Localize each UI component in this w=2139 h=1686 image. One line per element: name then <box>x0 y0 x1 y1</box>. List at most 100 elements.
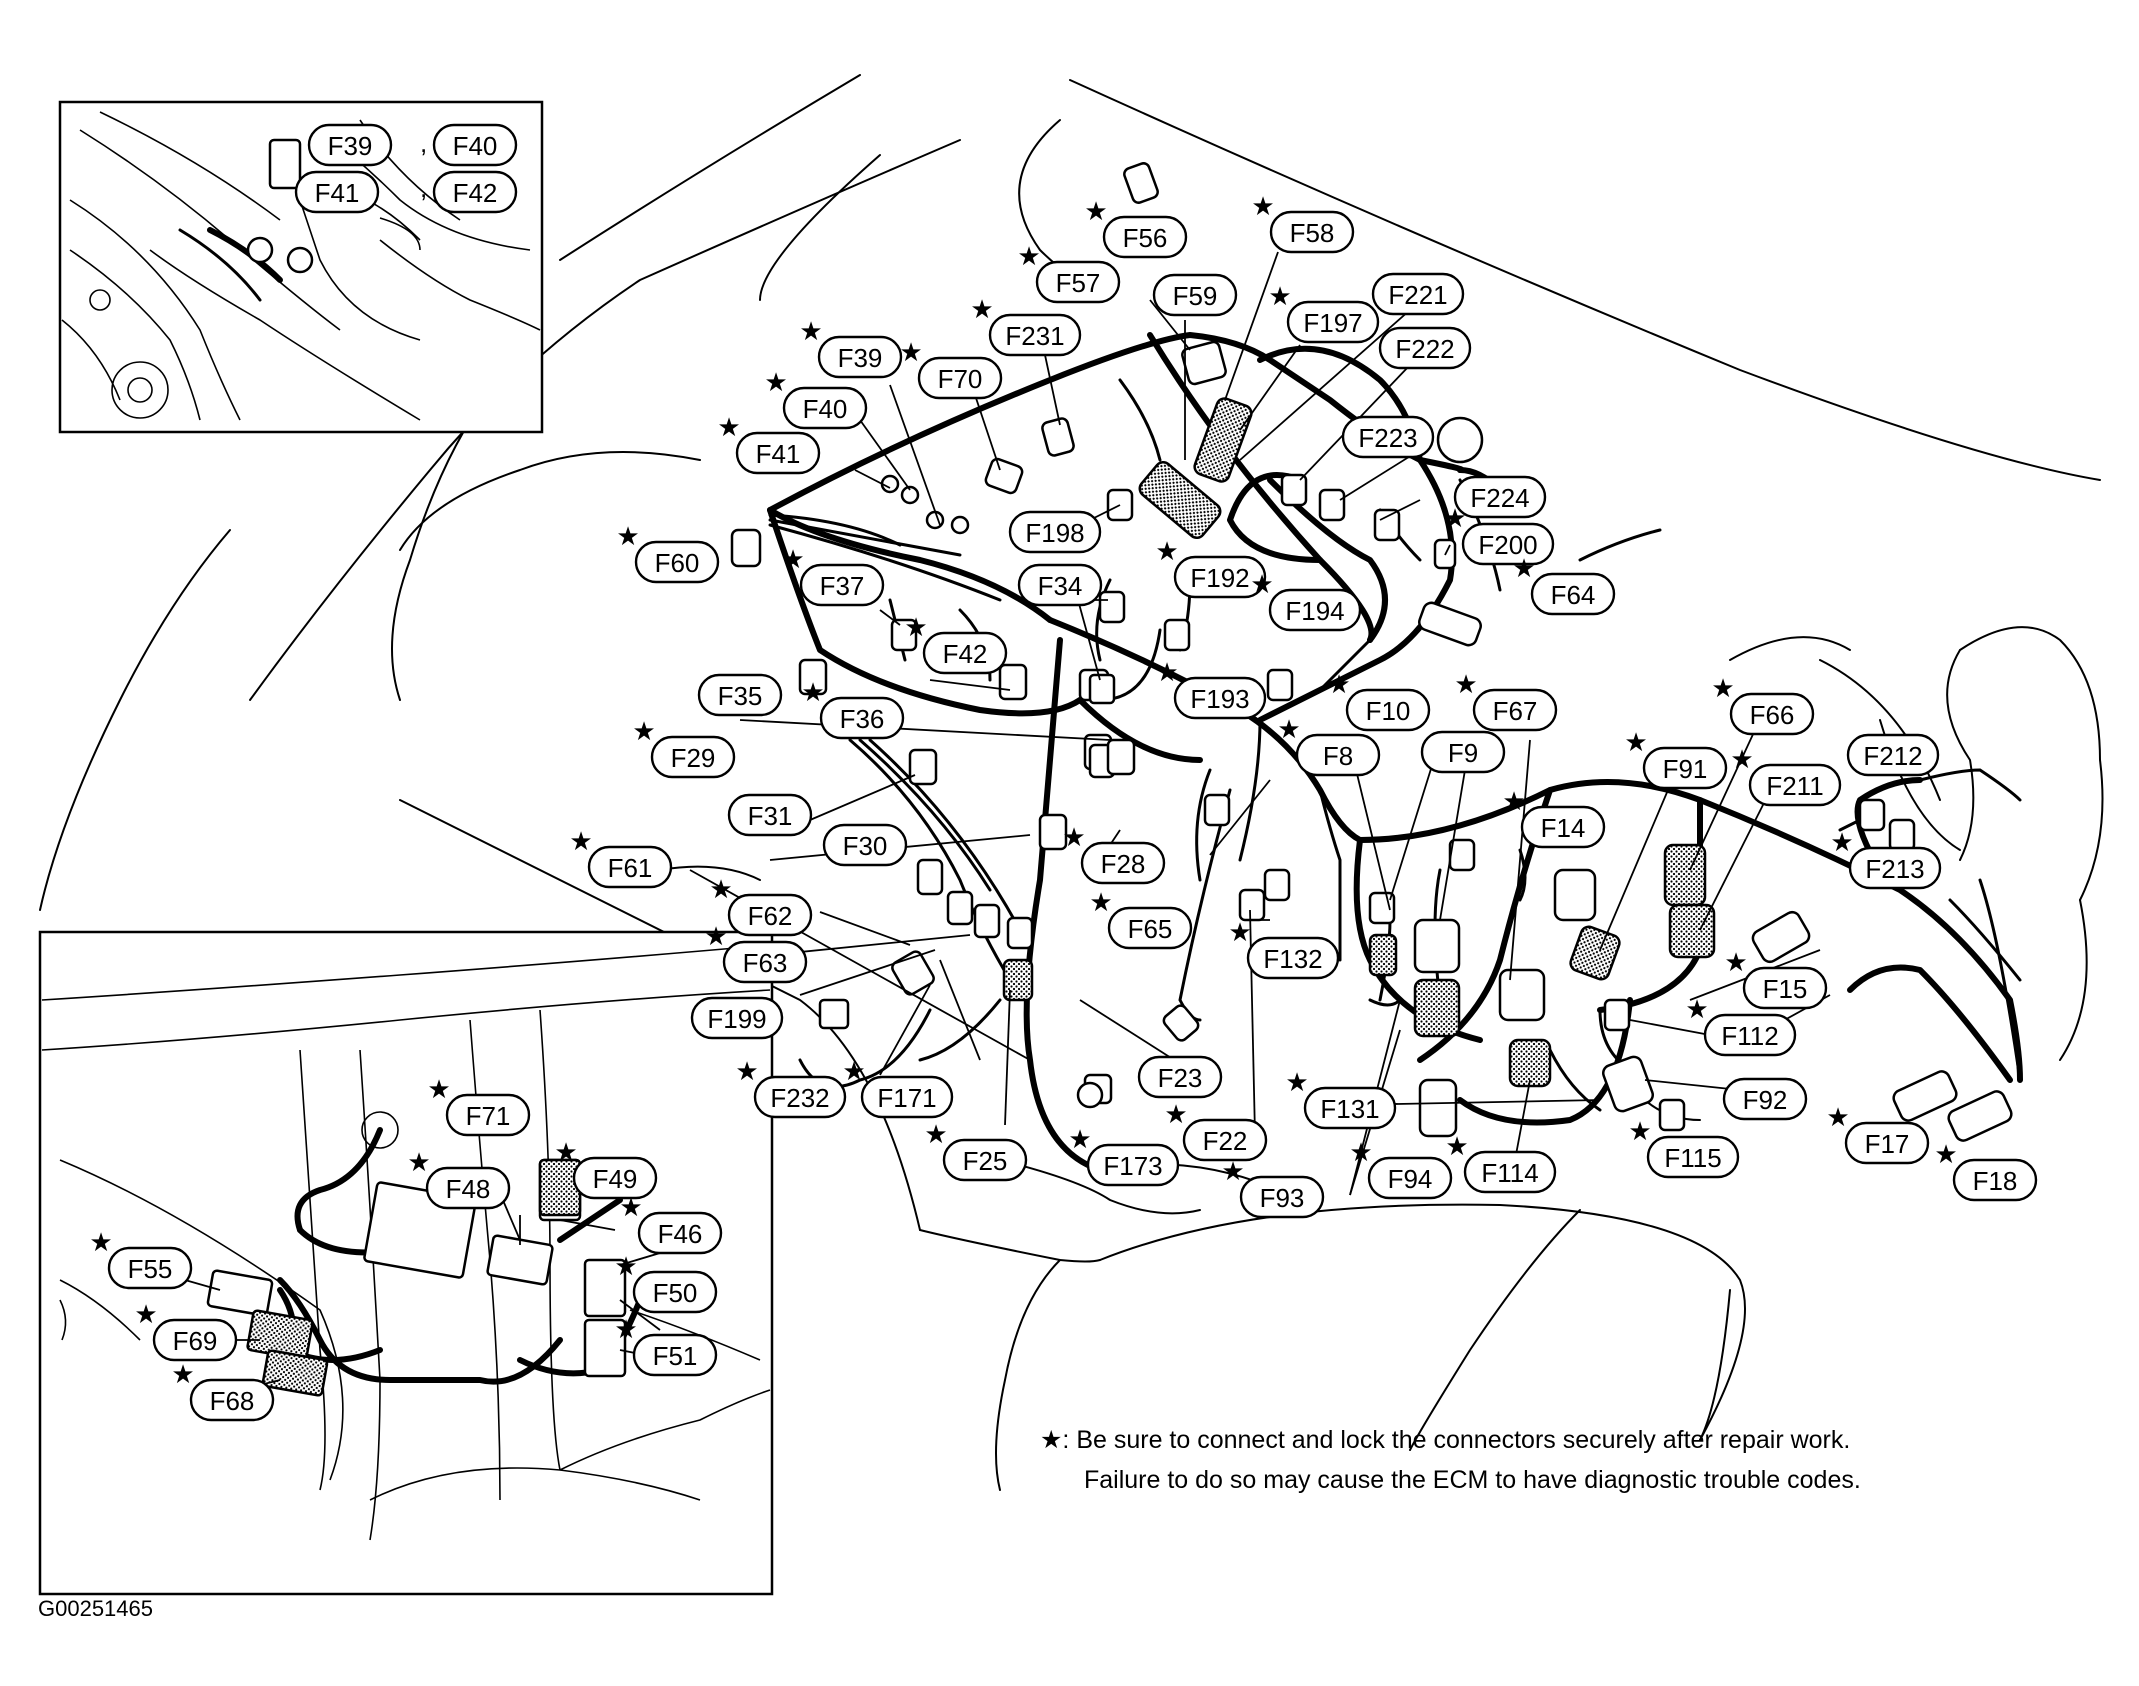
connector-label-f17: F17★ <box>1826 1102 1930 1165</box>
label-pill-outline <box>1086 1143 1180 1187</box>
repair-note-line-1: ★: Be sure to connect and lock the conne… <box>1040 1420 2040 1460</box>
label-pill-outline <box>1152 273 1238 317</box>
connector-label-f50-inset-bottom: F50★ <box>614 1251 718 1314</box>
connector-id-text: F10 <box>1366 696 1411 726</box>
connector-bodies <box>730 162 2013 1142</box>
star-icon: ★ <box>616 521 639 551</box>
label-pill-outline <box>1952 1158 2038 1202</box>
connector-label-f14: F14★ <box>1502 786 1606 849</box>
note-text-1: : Be sure to connect and lock the connec… <box>1062 1426 1851 1454</box>
connector-label-f223: F223 <box>1341 415 1435 459</box>
connector-id-text: F61 <box>608 853 653 883</box>
connector-label-f91: F91★ <box>1624 727 1728 790</box>
connector-label-f132: F132★ <box>1228 917 1340 980</box>
label-pill-outline <box>307 123 393 167</box>
label-separator: , <box>420 128 427 158</box>
star-icon: ★ <box>614 1251 637 1281</box>
connector-id-text: F112 <box>1721 1021 1778 1051</box>
connector-id-text: F66 <box>1750 700 1795 730</box>
star-icon: ★ <box>801 677 824 707</box>
connector-label-f131: F131★ <box>1285 1067 1397 1130</box>
connector-id-text: F49 <box>593 1164 638 1194</box>
star-icon: ★ <box>619 1192 642 1222</box>
star-icon: ★ <box>1724 947 1747 977</box>
connector-label-f41: F41★ <box>717 412 821 475</box>
connector-id-text: F22 <box>1203 1126 1248 1156</box>
star-icon: ★ <box>970 294 993 324</box>
label-pill-outline <box>1303 1086 1397 1130</box>
label-pill-outline <box>690 996 784 1040</box>
connector-id-text: F194 <box>1285 596 1344 626</box>
star-icon: ★ <box>1826 1102 1849 1132</box>
label-pill-outline <box>1182 1118 1268 1162</box>
connector-id-text: F25 <box>963 1146 1008 1176</box>
connector-label-f212: F212 <box>1846 733 1940 777</box>
label-pill-outline <box>1341 415 1435 459</box>
label-pill-outline <box>1530 572 1616 616</box>
connector-label-f221: F221 <box>1371 272 1465 316</box>
star-icon: ★ <box>1454 669 1477 699</box>
connector-id-text: F62 <box>748 901 793 931</box>
label-pill-outline <box>1295 733 1381 777</box>
connector-id-text: F132 <box>1263 944 1322 974</box>
connector-id-text: F39 <box>838 343 883 373</box>
star-icon: ★ <box>1155 657 1178 687</box>
connector-label-f29: F29★ <box>632 716 736 779</box>
connector-id-text: F29 <box>671 743 716 773</box>
connector-id-text: F15 <box>1763 974 1808 1004</box>
star-icon: ★ <box>1445 1131 1468 1161</box>
connector-label-f71-inset-bottom: F71★ <box>427 1074 531 1137</box>
connector-id-text: F57 <box>1056 268 1101 298</box>
connector-id-text: F64 <box>1551 580 1596 610</box>
connector-id-text: F114 <box>1481 1158 1538 1188</box>
connector-labels: F56★F58★F57★F59F197★F221F222F231★F39★F70… <box>89 123 2038 1422</box>
connector-label-f68-inset-bottom: F68★ <box>171 1359 275 1422</box>
label-pill-outline <box>445 1093 531 1137</box>
body-outline <box>39 74 2104 1491</box>
label-pill-outline <box>860 1075 954 1119</box>
label-pill-outline <box>587 845 673 889</box>
connector-id-text: F9 <box>1448 738 1478 768</box>
connector-id-text: F14 <box>1541 813 1586 843</box>
connector-label-f35: F35 <box>697 673 783 717</box>
connector-label-f115: F115★ <box>1628 1116 1740 1179</box>
connector-id-text: F31 <box>748 801 793 831</box>
connector-label-f58: F58★ <box>1251 191 1355 254</box>
star-icon: ★ <box>1624 727 1647 757</box>
label-pill-outline <box>152 1318 238 1362</box>
connector-label-f198: F198 <box>1008 510 1102 554</box>
star-icon: ★ <box>781 544 804 574</box>
label-pill-outline <box>650 735 736 779</box>
connector-label-f55-inset-bottom: F55★ <box>89 1227 193 1290</box>
label-pill-outline <box>425 1166 511 1210</box>
connector-id-text: F171 <box>877 1083 936 1113</box>
star-icon: ★ <box>1285 1067 1308 1097</box>
connector-id-text: F70 <box>938 364 983 394</box>
star-icon: ★ <box>764 367 787 397</box>
star-icon: ★ <box>735 1056 758 1086</box>
star-icon: ★ <box>1730 744 1753 774</box>
star-icon: ★ <box>1164 1099 1187 1129</box>
connector-label-f67: F67★ <box>1454 669 1558 732</box>
label-pill-outline <box>1173 676 1267 720</box>
connector-id-text: F41 <box>315 178 360 208</box>
star-icon: ★ <box>1062 822 1085 852</box>
star-icon: ★ <box>134 1299 157 1329</box>
connector-label-f10: F10★ <box>1327 669 1431 732</box>
connector-id-text: F40 <box>453 131 498 161</box>
connector-label-f63: F63★ <box>704 921 808 984</box>
label-pill-outline <box>1008 510 1102 554</box>
connector-id-text: F18 <box>1973 1166 2018 1196</box>
connector-id-text: F48 <box>446 1174 491 1204</box>
connector-id-text: F173 <box>1103 1151 1162 1181</box>
label-pill-outline <box>1378 326 1472 370</box>
connector-label-f30: F30 <box>822 823 908 867</box>
star-icon: ★ <box>1443 503 1466 533</box>
connector-label-f51-inset-bottom: F51★ <box>614 1314 718 1377</box>
connector-id-text: F42 <box>943 639 988 669</box>
connector-id-text: F51 <box>653 1341 698 1371</box>
connector-id-text: F198 <box>1025 518 1084 548</box>
star-icon: ★ <box>554 1137 577 1167</box>
label-pill-outline <box>1286 300 1380 344</box>
label-pill-outline <box>735 431 821 475</box>
